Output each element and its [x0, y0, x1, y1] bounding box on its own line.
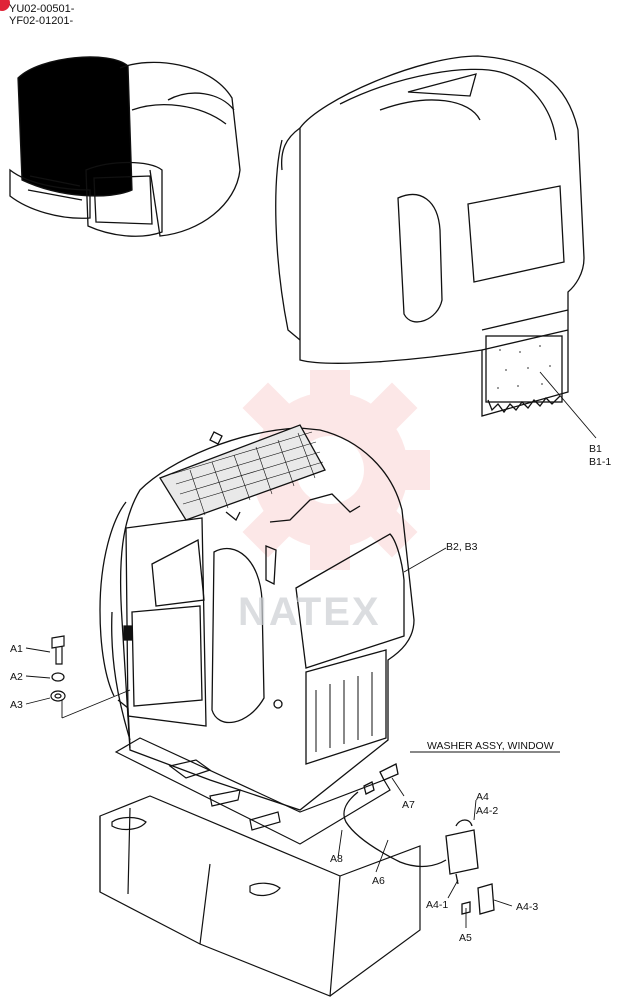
machine-overview [9, 56, 241, 237]
upper-frame [99, 795, 421, 997]
callout-b2-b3: B2, B3 [446, 541, 478, 553]
washer-assembly [343, 763, 495, 915]
watermark-text: NATEX [238, 590, 381, 634]
callout-b1: B1 [589, 443, 602, 455]
callout-b1-1: B1-1 [589, 456, 611, 468]
callout-a4-3: A4-3 [516, 901, 538, 913]
logo-mark-icon [0, 0, 10, 11]
callout-a4: A4 [476, 791, 489, 803]
cab-cover-b1 [275, 55, 585, 417]
callout-a3: A3 [10, 699, 23, 711]
callout-a1: A1 [10, 643, 23, 655]
serial-range-2: YF02-01201- [9, 15, 74, 27]
callout-washer-assy: WASHER ASSY, WINDOW [427, 740, 554, 752]
callout-a7: A7 [402, 799, 415, 811]
cab-assembly-b2-b3 [99, 424, 415, 811]
callout-a5: A5 [459, 932, 472, 944]
serial-range-1: YU02-00501- [9, 3, 75, 15]
callout-a8: A8 [330, 853, 343, 865]
callout-a2: A2 [10, 671, 23, 683]
floor-plate [114, 737, 391, 845]
bolt-hardware [50, 635, 66, 702]
leader-lines [25, 371, 597, 928]
callout-a4-1: A4-1 [426, 899, 448, 911]
callout-a6: A6 [372, 875, 385, 887]
callout-a4-2: A4-2 [476, 805, 498, 817]
